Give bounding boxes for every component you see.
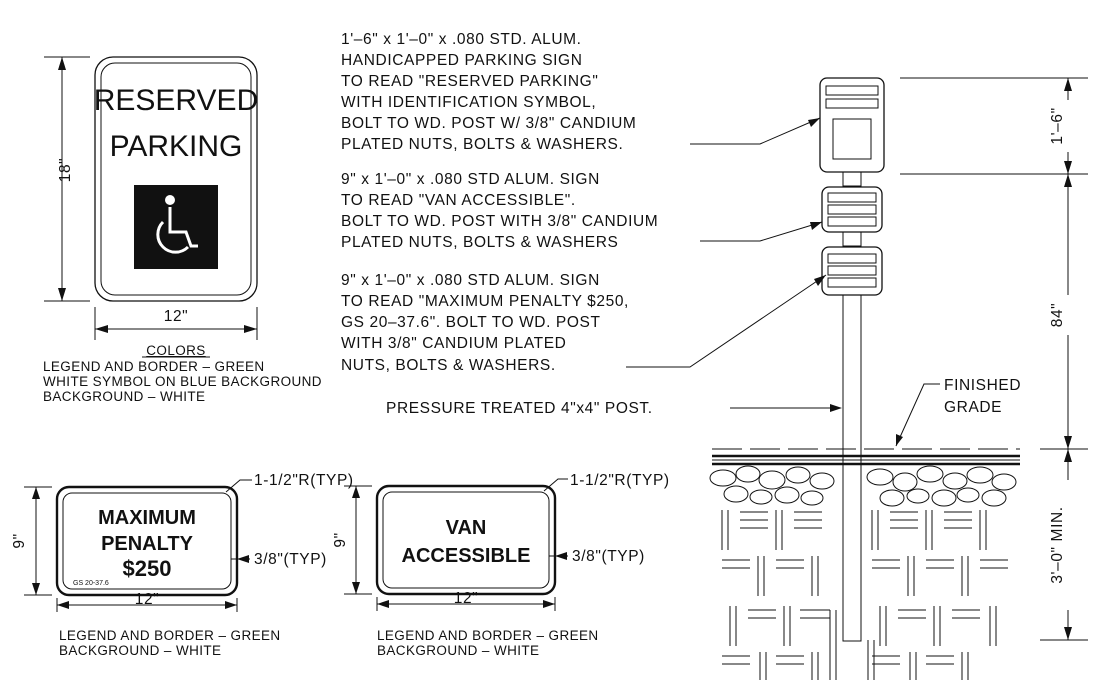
note3-line: 9" x 1'–0" x .080 STD ALUM. SIGN <box>341 272 600 289</box>
note3-line: GS 20–37.6". BOLT TO WD. POST <box>341 314 601 331</box>
note3-line: WITH 3/8" CANDIUM PLATED <box>341 335 566 352</box>
reserved-colors-line3: BACKGROUND – WHITE <box>43 389 205 404</box>
reserved-line1: RESERVED <box>94 84 259 117</box>
reserved-colors-line2: WHITE SYMBOL ON BLUE BACKGROUND <box>43 374 322 389</box>
reserved-parking-sign: RESERVED PARKING <box>94 56 259 302</box>
post-reserved-sign <box>819 77 885 173</box>
penalty-width-label: 12" <box>135 591 160 608</box>
post-dimensions: 1'–6" 84" 3'–0" MIN. <box>900 77 1088 641</box>
van-colors-line2: BACKGROUND – WHITE <box>377 643 539 658</box>
wheelchair-symbol-icon <box>134 185 218 269</box>
reserved-line2: PARKING <box>110 130 243 163</box>
van-dimensions: 9" 12" 1-1/2"R(TYP) 3/8"(TYP) <box>332 472 670 611</box>
reserved-height-label: 18" <box>57 158 74 183</box>
post-height-label: 84" <box>1049 303 1066 328</box>
grade-label-line2: GRADE <box>944 399 1002 416</box>
van-line1: VAN <box>446 517 487 539</box>
reserved-width-label: 12" <box>164 308 189 325</box>
penalty-line1: MAXIMUM <box>98 507 196 529</box>
note2-line: TO READ "VAN ACCESSIBLE". <box>341 192 576 209</box>
note2-line: 9" x 1'–0" x .080 STD ALUM. SIGN <box>341 171 600 188</box>
colors-heading: COLORS <box>146 343 205 358</box>
van-line2: ACCESSIBLE <box>402 545 531 567</box>
reserved-width-dimension: 12" <box>94 307 258 340</box>
note1-line: BOLT TO WD. POST W/ 3/8" CANDIUM <box>341 115 636 132</box>
post-penalty-sign <box>821 246 883 296</box>
reserved-colors-line1: LEGEND AND BORDER – GREEN <box>43 359 265 374</box>
penalty-line2: PENALTY <box>101 533 194 555</box>
penalty-colors-line2: BACKGROUND – WHITE <box>59 643 221 658</box>
penalty-small-text: GS 20-37.6 <box>73 580 109 587</box>
penalty-dimensions: 9" 12" 1-1/2"R(TYP) 3/8"(TYP) <box>11 472 354 612</box>
penalty-border-note: 3/8"(TYP) <box>254 551 327 568</box>
embed-depth-label: 3'–0" MIN. <box>1049 506 1066 583</box>
van-radius-note: 1-1/2"R(TYP) <box>570 472 670 489</box>
note1-line: HANDICAPPED PARKING SIGN <box>341 52 583 69</box>
note1-line: WITH IDENTIFICATION SYMBOL, <box>341 94 596 111</box>
grade-label-line1: FINISHED <box>944 377 1021 394</box>
note-van-sign: 9" x 1'–0" x .080 STD ALUM. SIGN TO READ… <box>341 171 823 251</box>
reserved-height-dimension: 18" <box>44 56 90 302</box>
note3-line: TO READ "MAXIMUM PENALTY $250, <box>341 293 629 310</box>
van-height-label: 9" <box>332 532 349 547</box>
van-accessible-sign: VAN ACCESSIBLE <box>375 484 557 596</box>
note1-line: 1'–6" x 1'–0" x .080 STD. ALUM. <box>341 31 582 48</box>
note2-line: PLATED NUTS, BOLTS & WASHERS <box>341 234 618 251</box>
van-colors-line1: LEGEND AND BORDER – GREEN <box>377 628 599 643</box>
post-van-sign <box>821 186 883 233</box>
van-border-note: 3/8"(TYP) <box>572 548 645 565</box>
note2-line: BOLT TO WD. POST WITH 3/8" CANDIUM <box>341 213 658 230</box>
note1-line: PLATED NUTS, BOLTS & WASHERS. <box>341 136 623 153</box>
ground-section <box>709 448 1020 680</box>
post-note: PRESSURE TREATED 4"x4" POST. <box>386 400 653 417</box>
penalty-line3: $250 <box>123 556 172 581</box>
penalty-sign: MAXIMUM PENALTY $250 GS 20-37.6 <box>55 485 239 597</box>
penalty-height-label: 9" <box>11 533 28 548</box>
note-reserved-sign: 1'–6" x 1'–0" x .080 STD. ALUM. HANDICAP… <box>341 31 821 153</box>
sign-height-label: 1'–6" <box>1049 107 1066 144</box>
note-penalty-sign: 9" x 1'–0" x .080 STD ALUM. SIGN TO READ… <box>341 272 827 374</box>
sign-post-assembly <box>819 77 885 642</box>
penalty-radius-note: 1-1/2"R(TYP) <box>254 472 354 489</box>
note1-line: TO READ "RESERVED PARKING" <box>341 73 598 90</box>
van-width-label: 12" <box>454 590 479 607</box>
penalty-colors-line1: LEGEND AND BORDER – GREEN <box>59 628 281 643</box>
note3-line: NUTS, BOLTS & WASHERS. <box>341 357 556 374</box>
